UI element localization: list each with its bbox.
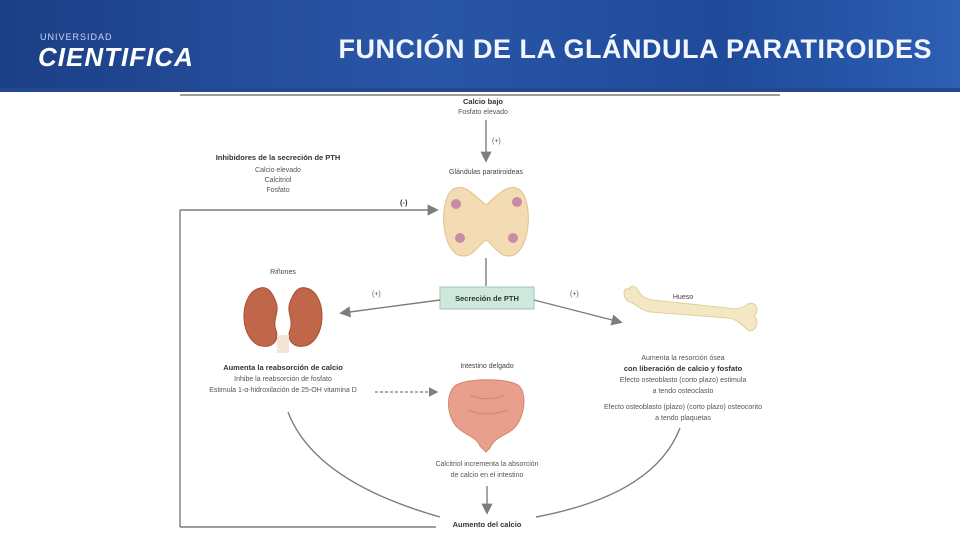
bone-plus-sign: (+) <box>570 291 579 298</box>
arrow-bone-to-result <box>535 427 681 518</box>
parathyroid-label: Glándulas paratiroideas <box>449 169 523 176</box>
intestine-effect-1: Calcitriol incrementa la absorción <box>435 461 538 468</box>
bone-effect-3: Efecto osteoblasto (corto plazo) estimul… <box>620 377 747 384</box>
kidney-effect-title: Aumenta la reabsorción de calcio <box>223 363 343 372</box>
inhibitor-1: Calcio elevado <box>255 167 301 174</box>
bone-effect-2: con liberación de calcio y fosfato <box>624 364 743 373</box>
university-logo: CIENTIFICA <box>38 42 194 72</box>
calcium-increase-label: Aumento del calcio <box>453 520 522 529</box>
bone-effect-5: Efecto osteoblasto (plazo) (corto plazo)… <box>604 404 762 411</box>
inhibit-sign: (-) <box>400 198 408 207</box>
top-trigger-sub: Fosfato elevado <box>458 109 508 116</box>
slide-title: FUNCIÓN DE LA GLÁNDULA PARATIROIDES <box>338 34 932 64</box>
bone-icon <box>623 285 758 332</box>
intestine-effect-2: de calcio en el intestino <box>451 472 524 479</box>
intestine-icon <box>448 379 525 453</box>
inhibitors-title: Inhibidores de la secreción de PTH <box>216 153 341 162</box>
bone-label: Hueso <box>673 294 693 301</box>
thyroid-gland-icon <box>443 187 529 257</box>
logo-subtitle: UNIVERSIDAD <box>40 32 113 42</box>
arrow-pth-to-kidney <box>339 299 441 318</box>
kidney-plus-sign: (+) <box>372 291 381 298</box>
kidneys-icon <box>243 287 323 353</box>
kidney-effect-2: Estimula 1-α-hidroxilación de 25-OH vita… <box>209 387 357 394</box>
top-plus-sign: (+) <box>492 138 501 145</box>
header-divider <box>0 88 960 92</box>
inhibitor-2: Calcitriol <box>265 177 292 184</box>
arrow-pth-to-bone <box>533 299 623 326</box>
bone-effect-6: a tendo plaquetas <box>655 415 711 422</box>
kidney-label: Riñones <box>270 269 296 276</box>
top-trigger-label: Calcio bajo <box>463 97 503 106</box>
bone-effect-1: Aumenta la resorción ósea <box>641 355 724 362</box>
kidney-effect-1: Inhibe la reabsorción de fosfato <box>234 376 332 383</box>
pth-secretion-label: Secreción de PTH <box>455 294 519 303</box>
inhibitor-3: Fosfato <box>266 187 289 194</box>
intestine-label: Intestino delgado <box>460 363 513 370</box>
header-banner <box>0 0 960 92</box>
arrow-kidney-to-result <box>287 411 441 518</box>
pth-secretion-box <box>439 286 535 310</box>
bone-effect-4: a tendo osteoclasto <box>653 388 714 395</box>
